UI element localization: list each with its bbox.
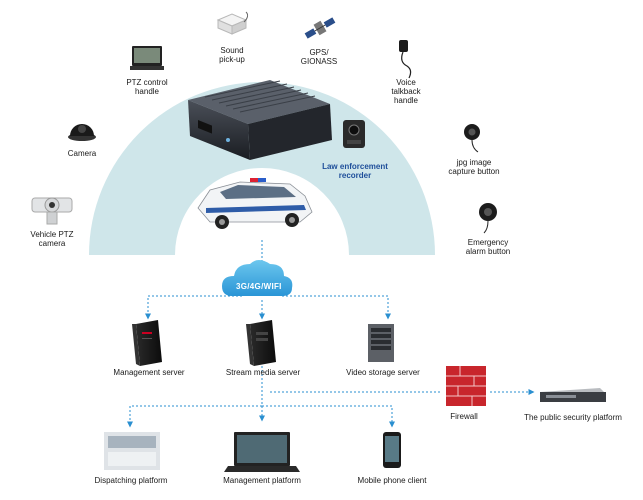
vehicle-ptz-label: Vehicle PTZ camera [30,230,74,248]
cloud-network-icon [222,260,293,296]
management-platform-label: Management platform [223,476,301,485]
ptz-control-handle-icon [130,46,164,70]
firewall-label: Firewall [450,412,478,421]
rack-server-icon [540,388,606,402]
sound-pickup-icon [216,11,249,35]
public-security-label: The public security platform [524,413,622,422]
ptz-control-handle-label: PTZ control handle [126,78,168,96]
law-recorder-label: Law enforcement recorder [322,162,388,180]
voice-talkback-handle-icon [399,40,412,79]
dispatching-platform-icon [104,432,160,470]
sound-pickup-label: Sound pick-up [219,46,245,64]
management-server-label: Management server [113,368,185,377]
voice-talkback-label: Voice talkback handle [391,78,421,105]
emergency-label: Emergency alarm button [465,238,511,256]
police-car-icon [197,178,313,229]
camera-label: Camera [67,149,97,158]
stream-media-server-icon [246,320,276,366]
mobile-phone-icon [383,432,401,468]
video-storage-server-icon [368,324,394,362]
connection-lines [127,240,535,428]
gps-label: GPS/ GIONASS [300,48,338,66]
jpg-capture-button-icon [464,124,480,153]
video-storage-server-label: Video storage server [346,368,420,377]
law-enforcement-recorder-icon [343,120,365,148]
dispatching-platform-label: Dispatching platform [94,476,168,485]
vehicle-ptz-camera-icon [31,197,73,225]
management-server-icon [132,320,162,366]
emergency-alarm-button-icon [479,203,497,234]
stream-media-server-label: Stream media server [225,368,301,377]
dome-camera-icon [68,124,96,141]
mobile-dvr-icon [188,80,332,160]
gps-satellite-icon [304,17,336,39]
jpg-capture-label: jpg image capture button [448,158,500,176]
laptop-icon [224,432,300,472]
mobile-phone-client-label: Mobile phone client [357,476,427,485]
cloud-label: 3G/4G/WIFI [236,282,282,291]
firewall-icon [446,366,486,406]
